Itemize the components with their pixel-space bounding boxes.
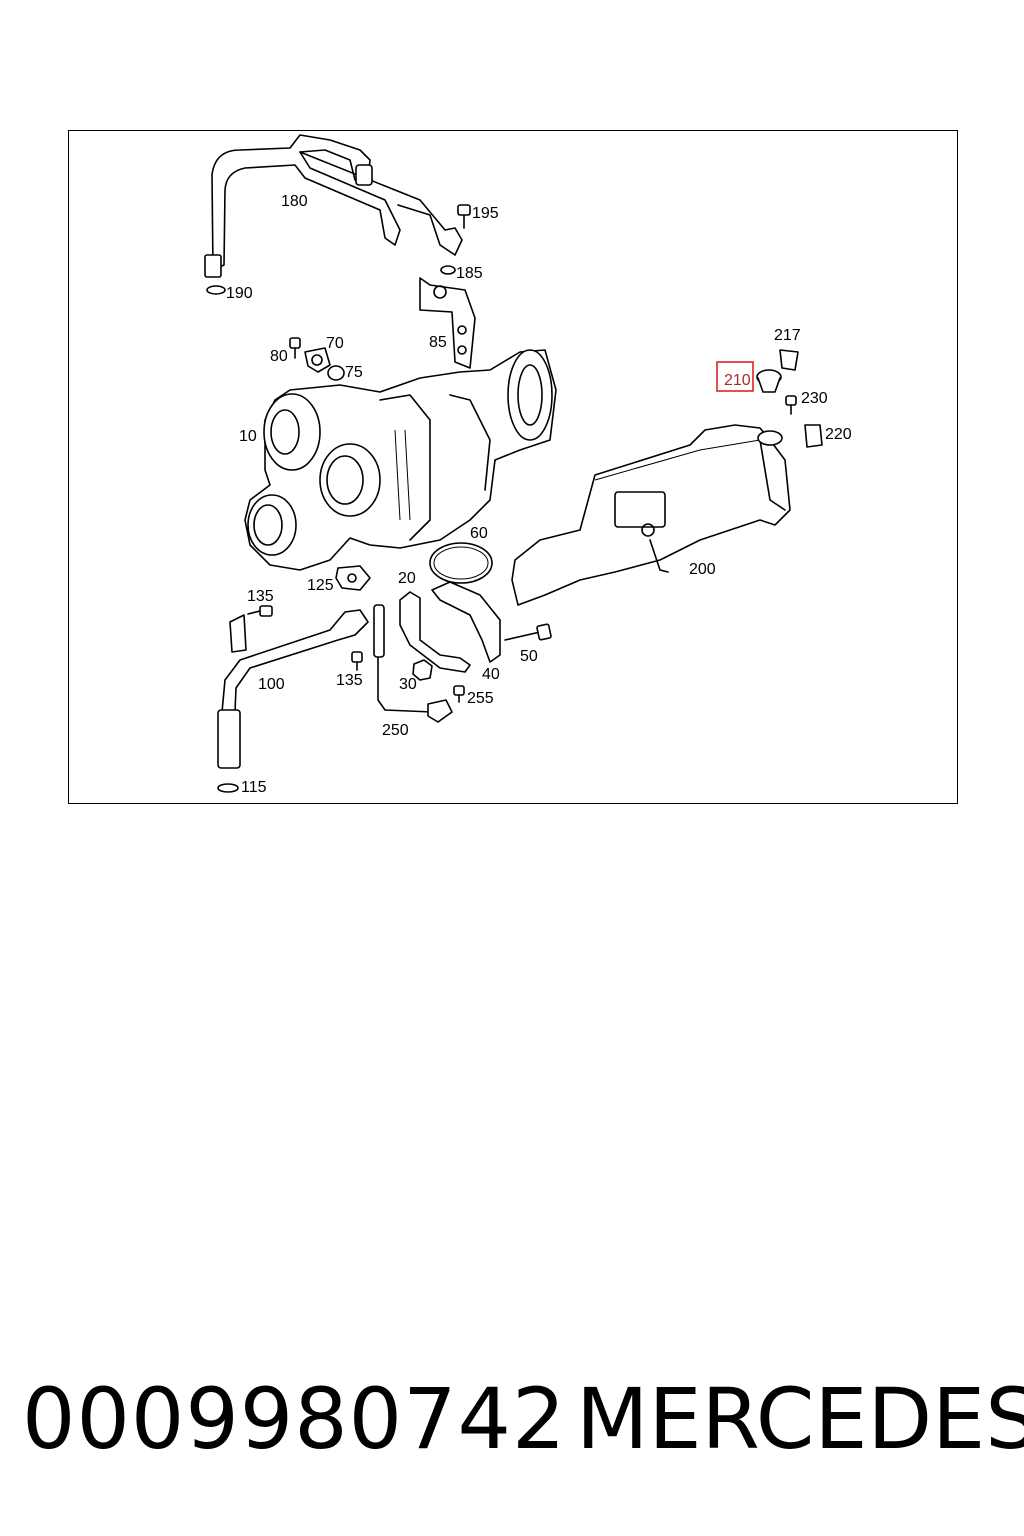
callout-125: 125	[307, 577, 334, 594]
diagram-frame	[68, 130, 958, 804]
turbocharger	[244, 349, 557, 571]
oil-return-pipe-100	[217, 609, 369, 793]
bolt-135-lower	[351, 651, 363, 671]
callout-100: 100	[258, 676, 285, 693]
clip-220	[804, 424, 823, 448]
callout-220: 220	[825, 426, 852, 443]
callout-60: 60	[470, 525, 488, 542]
highlight-box-210	[716, 361, 754, 392]
callout-200: 200	[689, 561, 716, 578]
callout-230: 230	[801, 390, 828, 407]
bolt-230	[785, 395, 797, 415]
callout-195: 195	[472, 205, 499, 222]
bolt-50	[504, 623, 552, 641]
banjo-70	[304, 347, 331, 373]
bolt-135-upper	[247, 605, 273, 617]
callout-250: 250	[382, 722, 409, 739]
bracket-85	[419, 277, 476, 369]
callout-210: 210	[724, 372, 751, 389]
oil-feed-pipe	[204, 134, 463, 295]
callout-20: 20	[398, 570, 416, 587]
callout-135-upper: 135	[247, 588, 274, 605]
brand-name: MERCEDES	[576, 1370, 1024, 1468]
callout-185: 185	[456, 265, 483, 282]
callout-75: 75	[345, 364, 363, 381]
callout-50: 50	[520, 648, 538, 665]
fitting-255	[453, 685, 465, 703]
callout-115: 115	[241, 779, 267, 796]
callout-10: 10	[239, 428, 257, 445]
seal-ring-75	[327, 365, 345, 381]
grommet-210	[756, 369, 783, 446]
washer-185	[440, 265, 456, 275]
heat-shield-200	[511, 424, 791, 606]
callout-255: 255	[467, 690, 494, 707]
callout-80: 80	[270, 348, 288, 365]
line-250	[373, 604, 453, 723]
callout-85: 85	[429, 334, 447, 351]
clip-217	[779, 349, 799, 371]
gasket-125	[335, 565, 371, 591]
callout-70: 70	[326, 335, 344, 352]
callout-labels: 180 195 185 190 85 217 210 230 220 80 70…	[226, 193, 852, 796]
o-ring-60	[429, 542, 493, 584]
v-band-clamp-20	[399, 581, 501, 673]
callout-217: 217	[774, 327, 801, 344]
callout-30: 30	[399, 676, 417, 693]
part-number: 0009980742	[22, 1370, 567, 1468]
callout-135-lower: 135	[336, 672, 363, 689]
bolt-195	[457, 204, 471, 229]
callout-180: 180	[281, 193, 308, 210]
callout-40: 40	[482, 666, 500, 683]
callout-190: 190	[226, 285, 253, 302]
nut-30	[412, 659, 433, 681]
fitting-80	[289, 337, 301, 359]
